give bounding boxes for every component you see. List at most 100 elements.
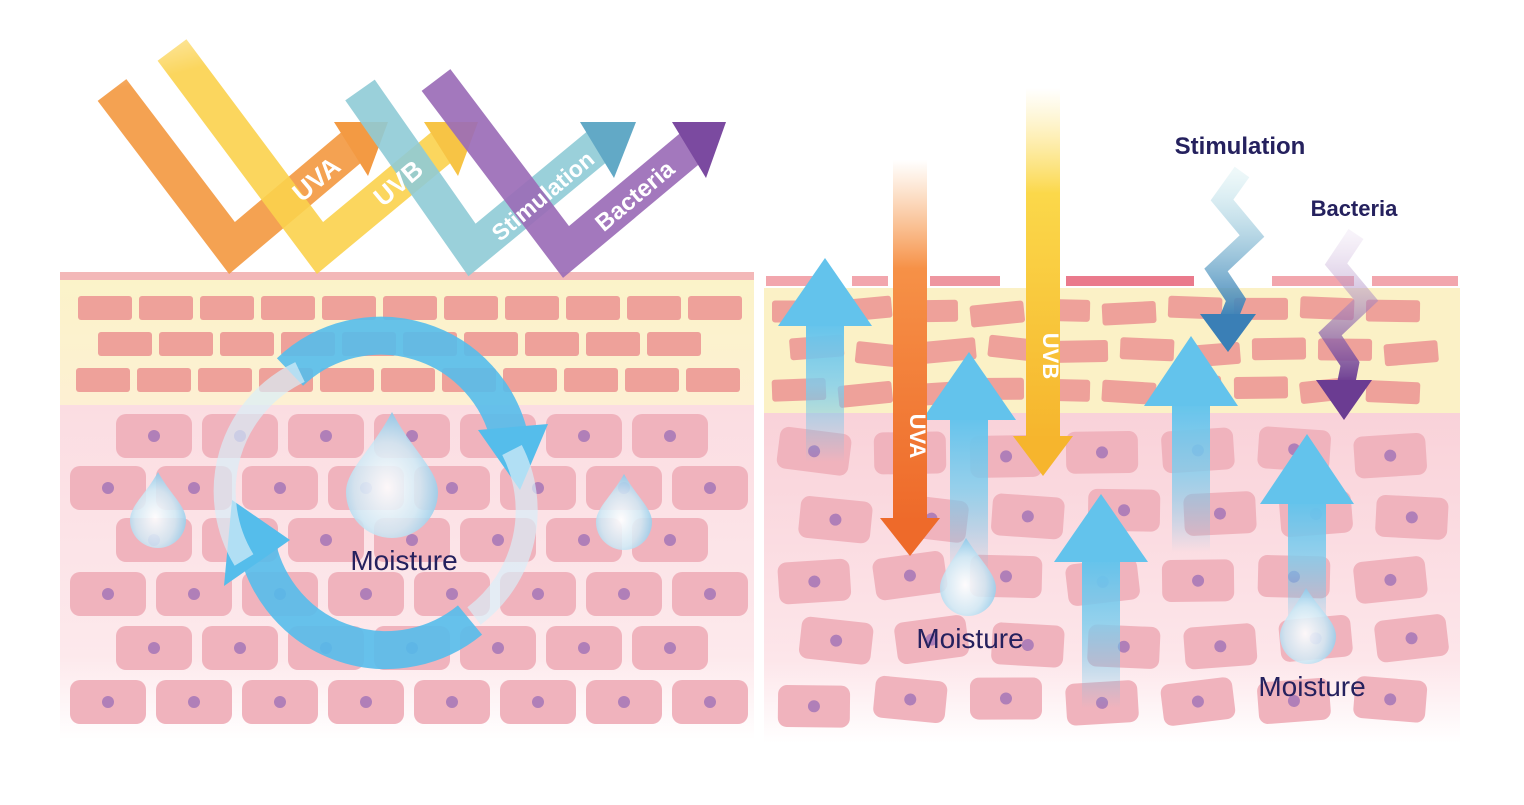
circulation-arrowhead-bottom	[224, 500, 290, 586]
moisture-up-arrow	[1144, 336, 1238, 552]
lipid-brick	[200, 296, 254, 320]
skin-cell	[1183, 623, 1258, 670]
stimulation-zigzag-arrow	[1200, 166, 1265, 352]
skin-cell	[586, 572, 662, 616]
surface-segment	[766, 276, 836, 286]
lipid-brick	[1383, 340, 1439, 367]
lipid-brick	[261, 296, 315, 320]
surface-segment	[1272, 276, 1354, 286]
skin-cell	[242, 680, 318, 724]
skin-cell	[873, 675, 948, 724]
skin-cell	[798, 496, 873, 544]
lipid-brick	[381, 368, 435, 392]
surface-segment	[852, 276, 888, 286]
lipid-brick	[525, 332, 579, 356]
skin-cell	[672, 680, 748, 724]
uvb-penetrating-arrow: UVB	[1013, 88, 1073, 476]
skin-cell	[546, 414, 622, 458]
lipid-brick	[503, 368, 557, 392]
skin-cell	[70, 680, 146, 724]
skin-cell	[414, 680, 490, 724]
right-moisture: Moisture Moisture	[916, 538, 1366, 702]
reflected-arrows: UVA UVB Stimulation Bacteria	[60, 20, 726, 278]
lipid-brick	[198, 368, 252, 392]
lipid-brick	[647, 332, 701, 356]
left-brick-layer	[76, 296, 742, 392]
skin-cell	[1375, 494, 1449, 540]
lipid-brick	[98, 332, 152, 356]
moisture-loss-arrows	[778, 258, 1354, 708]
skin-cell	[116, 414, 192, 458]
stimulation-reflected-arrow	[345, 79, 636, 277]
right-stimulation-label: Stimulation	[1175, 133, 1306, 160]
water-drop-icon	[596, 474, 652, 550]
lipid-brick	[1365, 299, 1421, 323]
skin-cell	[1065, 431, 1139, 474]
lipid-brick	[1053, 339, 1109, 363]
uva-penetrating-arrow: UVA	[880, 160, 940, 556]
lipid-brick	[566, 296, 620, 320]
skin-cell	[70, 466, 146, 510]
water-drop-icon	[1280, 588, 1336, 664]
water-drop-icon	[130, 472, 186, 548]
skin-cell	[500, 680, 576, 724]
lipid-brick	[627, 296, 681, 320]
right-moisture-label-2: Moisture	[1258, 671, 1365, 702]
surface-segment	[1372, 276, 1458, 286]
left-surface-line	[60, 272, 754, 280]
lipid-brick	[837, 380, 894, 408]
skin-cell	[156, 680, 232, 724]
lipid-brick	[464, 332, 518, 356]
lipid-brick	[688, 296, 742, 320]
uvb-penetrating-label: UVB	[1038, 333, 1063, 379]
skin-cell	[894, 615, 970, 665]
lipid-brick	[1119, 337, 1175, 362]
skin-cell	[777, 685, 851, 728]
lipid-brick	[625, 368, 679, 392]
right-moisture-label-1: Moisture	[916, 623, 1023, 654]
surface-segment	[1066, 276, 1194, 286]
right-bacteria-label: Bacteria	[1311, 196, 1399, 221]
lipid-brick	[444, 296, 498, 320]
skin-cell	[242, 466, 318, 510]
skin-cell	[328, 572, 404, 616]
skin-cell	[777, 558, 852, 605]
lipid-brick	[505, 296, 559, 320]
skin-cell	[70, 572, 146, 616]
lipid-brick	[1101, 379, 1157, 405]
skin-cell	[500, 572, 576, 616]
skin-cell	[546, 626, 622, 670]
lipid-brick	[1233, 376, 1289, 400]
skin-cell	[156, 572, 232, 616]
skin-cell	[798, 616, 874, 665]
skin-cell	[288, 518, 364, 562]
skin-cell	[1374, 614, 1449, 663]
lipid-brick	[686, 368, 740, 392]
circulation-arrow-top	[276, 316, 529, 445]
skin-cell	[1353, 432, 1427, 479]
skin-cell	[586, 680, 662, 724]
lipid-brick	[320, 368, 374, 392]
lipid-brick	[564, 368, 618, 392]
lipid-brick	[322, 296, 376, 320]
lipid-brick	[139, 296, 193, 320]
moisture-circulation: Moisture	[130, 316, 652, 669]
lipid-brick	[1167, 295, 1223, 320]
lipid-brick	[76, 368, 130, 392]
skin-cell	[632, 626, 708, 670]
skin-cell	[202, 626, 278, 670]
skin-cell	[1353, 556, 1428, 604]
surface-segment	[930, 276, 1000, 286]
skin-cell	[1161, 559, 1235, 603]
lipid-brick	[383, 296, 437, 320]
uva-penetrating-label: UVA	[905, 414, 930, 459]
lipid-brick	[220, 332, 274, 356]
lipid-brick	[969, 300, 1026, 328]
skin-cell	[672, 572, 748, 616]
circulation-arrow-bottom	[237, 536, 483, 669]
lipid-brick	[1101, 301, 1157, 326]
skin-cell	[1257, 677, 1331, 724]
lipid-brick	[137, 368, 191, 392]
skin-cell	[991, 493, 1065, 540]
